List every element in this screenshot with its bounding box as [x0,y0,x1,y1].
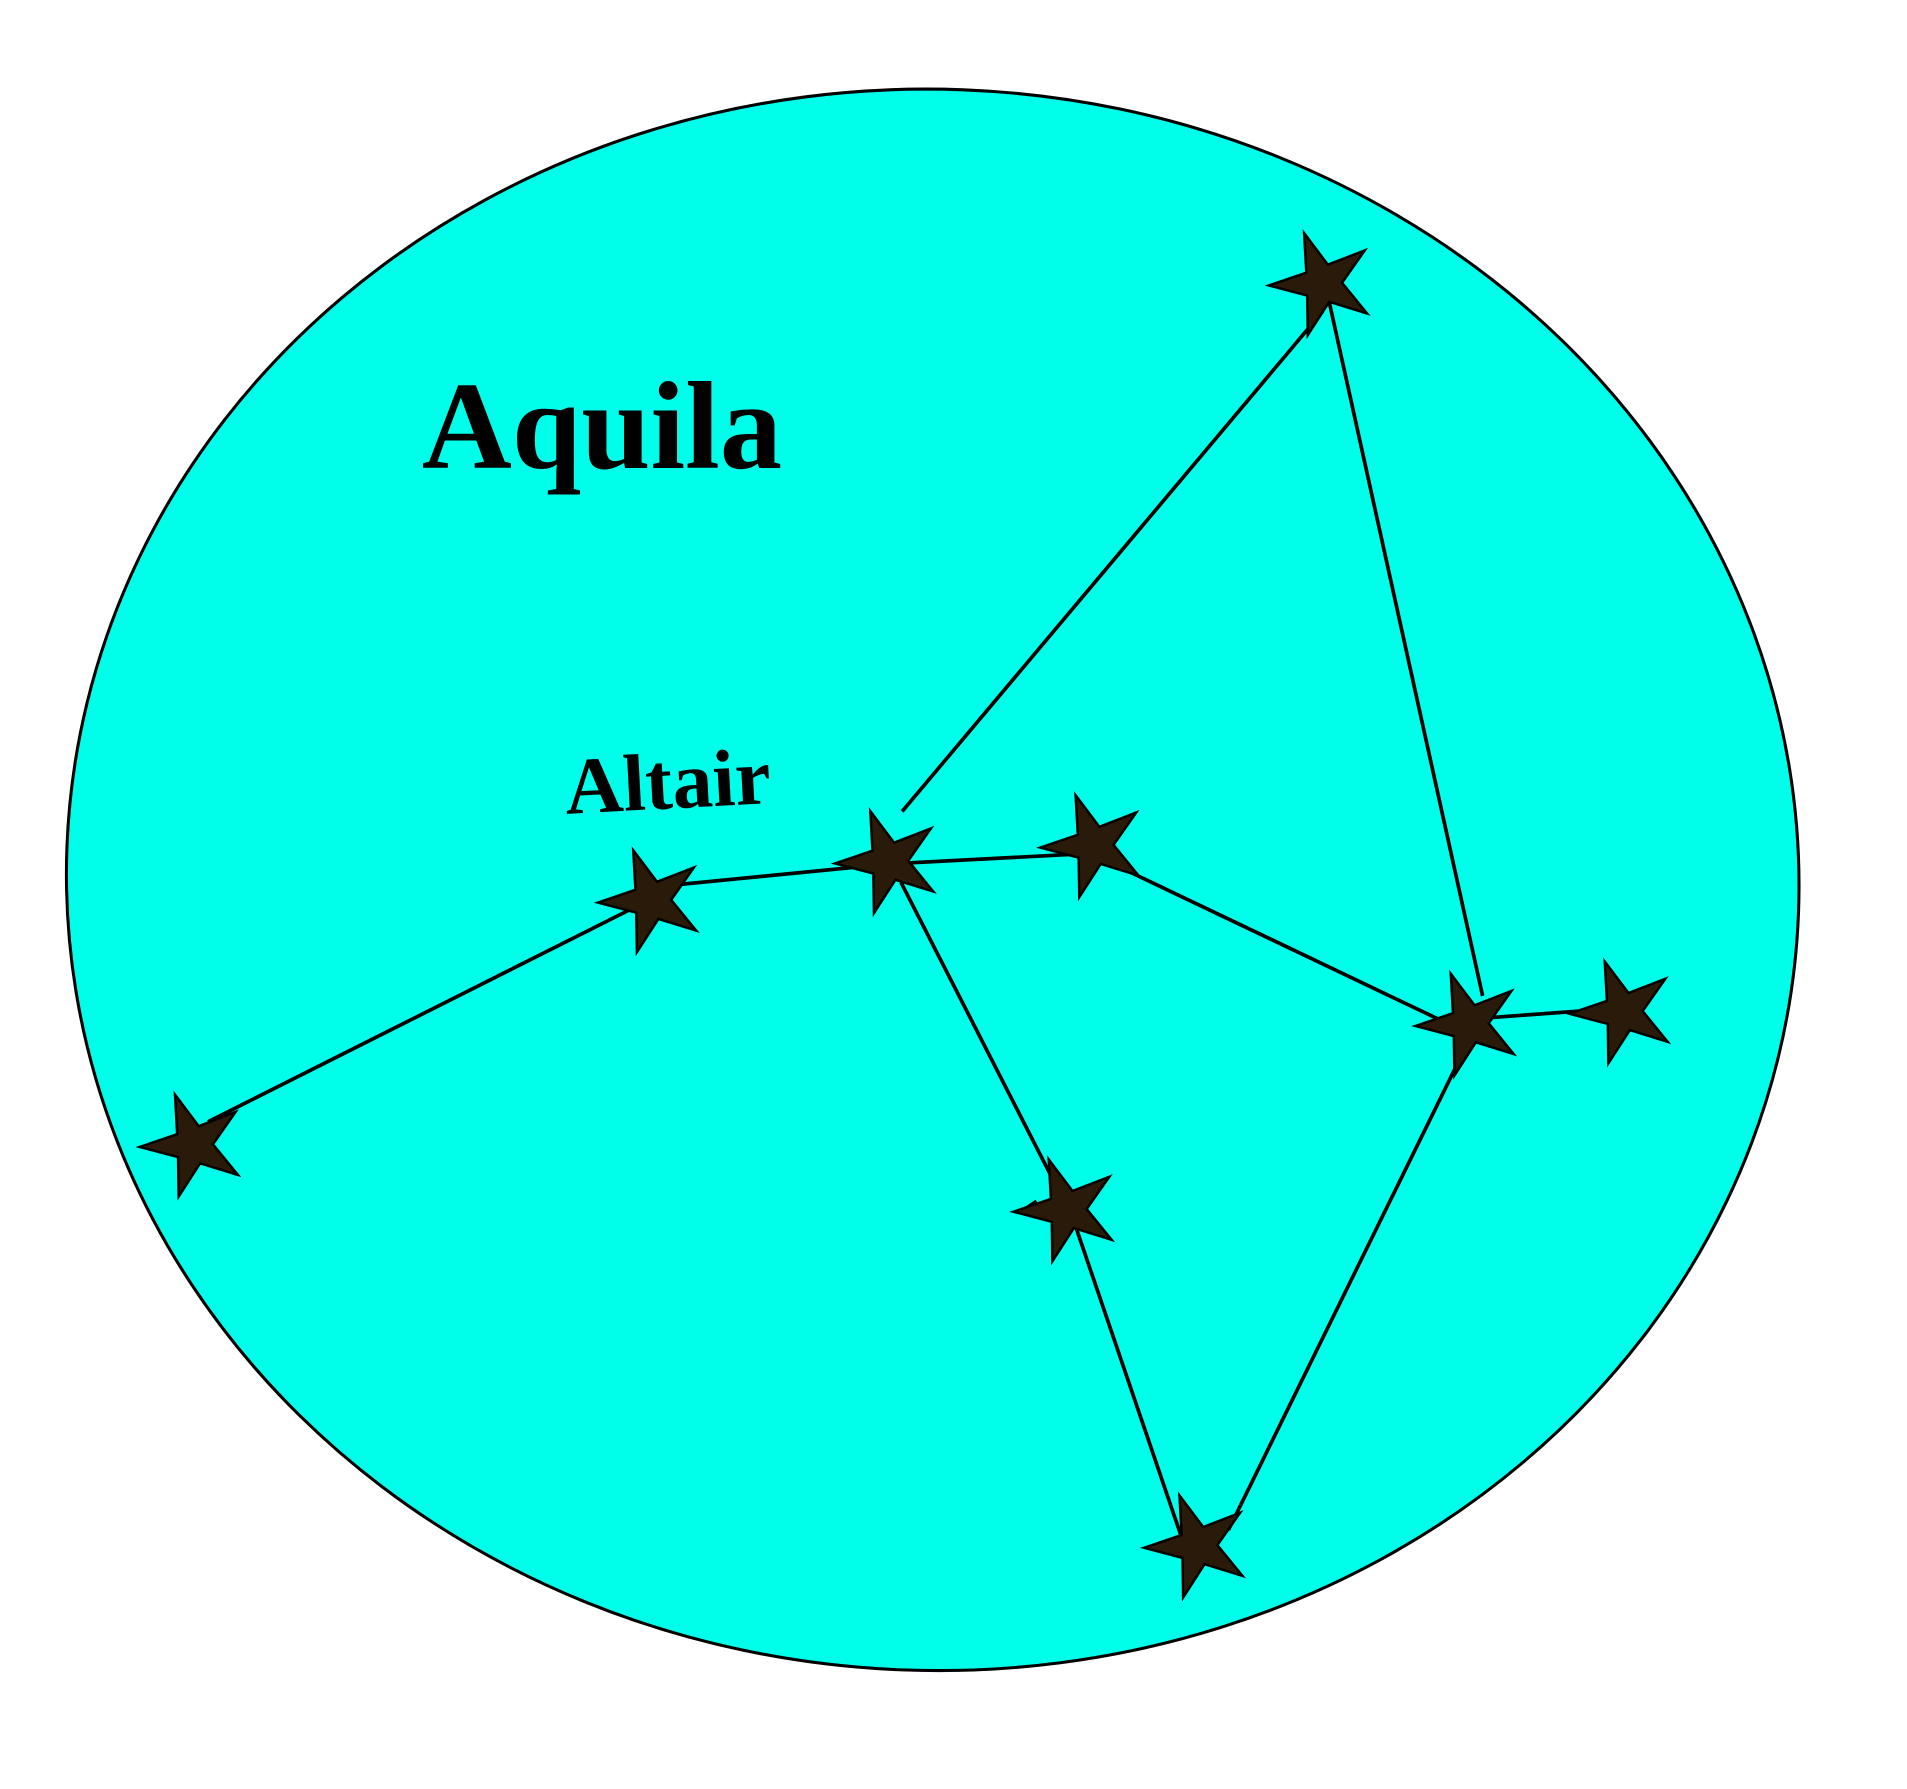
star-4-icon [1036,791,1143,902]
star-9-icon [1139,1491,1246,1602]
constellation-line [207,905,637,1124]
star-altair-icon [593,846,700,957]
star-3-icon [830,807,937,918]
constellation-line [1099,856,1470,1036]
constellation-line [900,310,1324,813]
constellation-line [1226,1043,1469,1531]
star-8-icon [1009,1155,1116,1266]
constellation-line [1326,298,1485,997]
star-5-icon [1411,969,1518,1080]
star-7-icon [135,1090,242,1201]
star-1-icon [1264,229,1371,340]
altair-label: Altair [562,732,772,832]
star-6-icon [1565,957,1672,1068]
constellation-title: Aquila [422,357,782,495]
sky-region [64,87,1801,1673]
constellation-line [899,881,1069,1209]
constellation-line [1070,1215,1185,1543]
constellation-line [888,852,1076,866]
